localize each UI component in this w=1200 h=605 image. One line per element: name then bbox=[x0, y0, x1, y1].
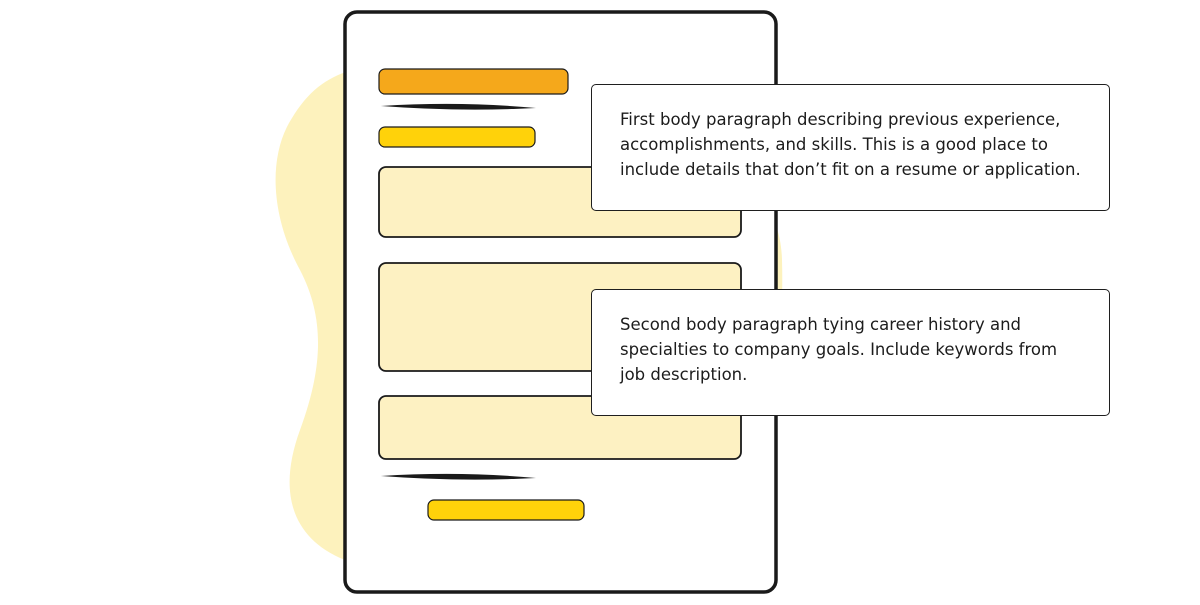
closing-line bbox=[381, 473, 536, 480]
header-underline bbox=[381, 103, 536, 110]
header-subtitle-bar bbox=[378, 126, 536, 148]
callout-second-paragraph: Second body paragraph tying career histo… bbox=[591, 289, 1110, 416]
callout-first-paragraph: First body paragraph describing previous… bbox=[591, 84, 1110, 211]
callout-second-paragraph-text: Second body paragraph tying career histo… bbox=[620, 315, 1058, 384]
header-title-bar bbox=[378, 68, 569, 95]
signature-bar bbox=[427, 499, 585, 521]
callout-first-paragraph-text: First body paragraph describing previous… bbox=[620, 110, 1081, 179]
